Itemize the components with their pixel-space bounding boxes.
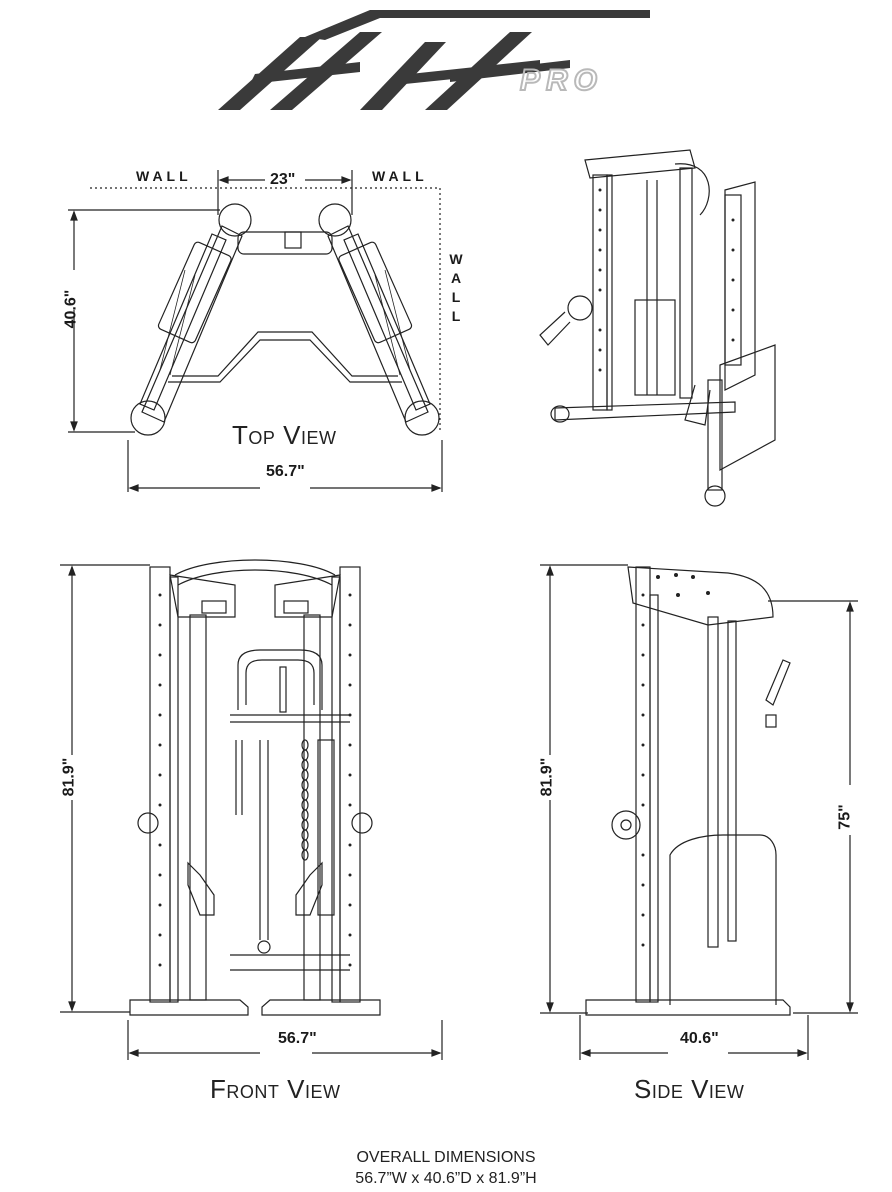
front-view-title: Front View [210, 1074, 341, 1104]
front-width-dimension: 56.7" [278, 1030, 317, 1047]
top-width-dimension: 56.7" [266, 463, 305, 480]
wall-side-label: WALL [449, 251, 463, 324]
side-height-dimension: 81.9" [538, 757, 556, 797]
isometric-drawing [539, 149, 776, 507]
top-depth-dimension: 40.6" [62, 289, 80, 329]
front-height-dimension: 81.9" [60, 757, 78, 797]
side-view-drawing [540, 564, 858, 1060]
overall-dimensions-summary: 56.7”W x 40.6”D x 81.9”H [355, 1170, 537, 1187]
logo-suffix: PRO [520, 64, 603, 97]
side-view-title: Side View [634, 1074, 745, 1104]
brand-logo: PRO [218, 10, 650, 110]
side-pulley-height-dimension: 75" [836, 804, 854, 830]
overall-dimensions-heading: OVERALL DIMENSIONS [356, 1149, 536, 1166]
top-view-drawing [68, 170, 443, 492]
side-depth-dimension: 40.6" [680, 1030, 719, 1047]
front-view-drawing [60, 559, 443, 1060]
gap-dimension: 23" [270, 171, 296, 188]
wall-right-label: WALL [372, 168, 428, 184]
wall-left-label: WALL [136, 168, 192, 184]
top-view-title: Top View [232, 420, 337, 450]
